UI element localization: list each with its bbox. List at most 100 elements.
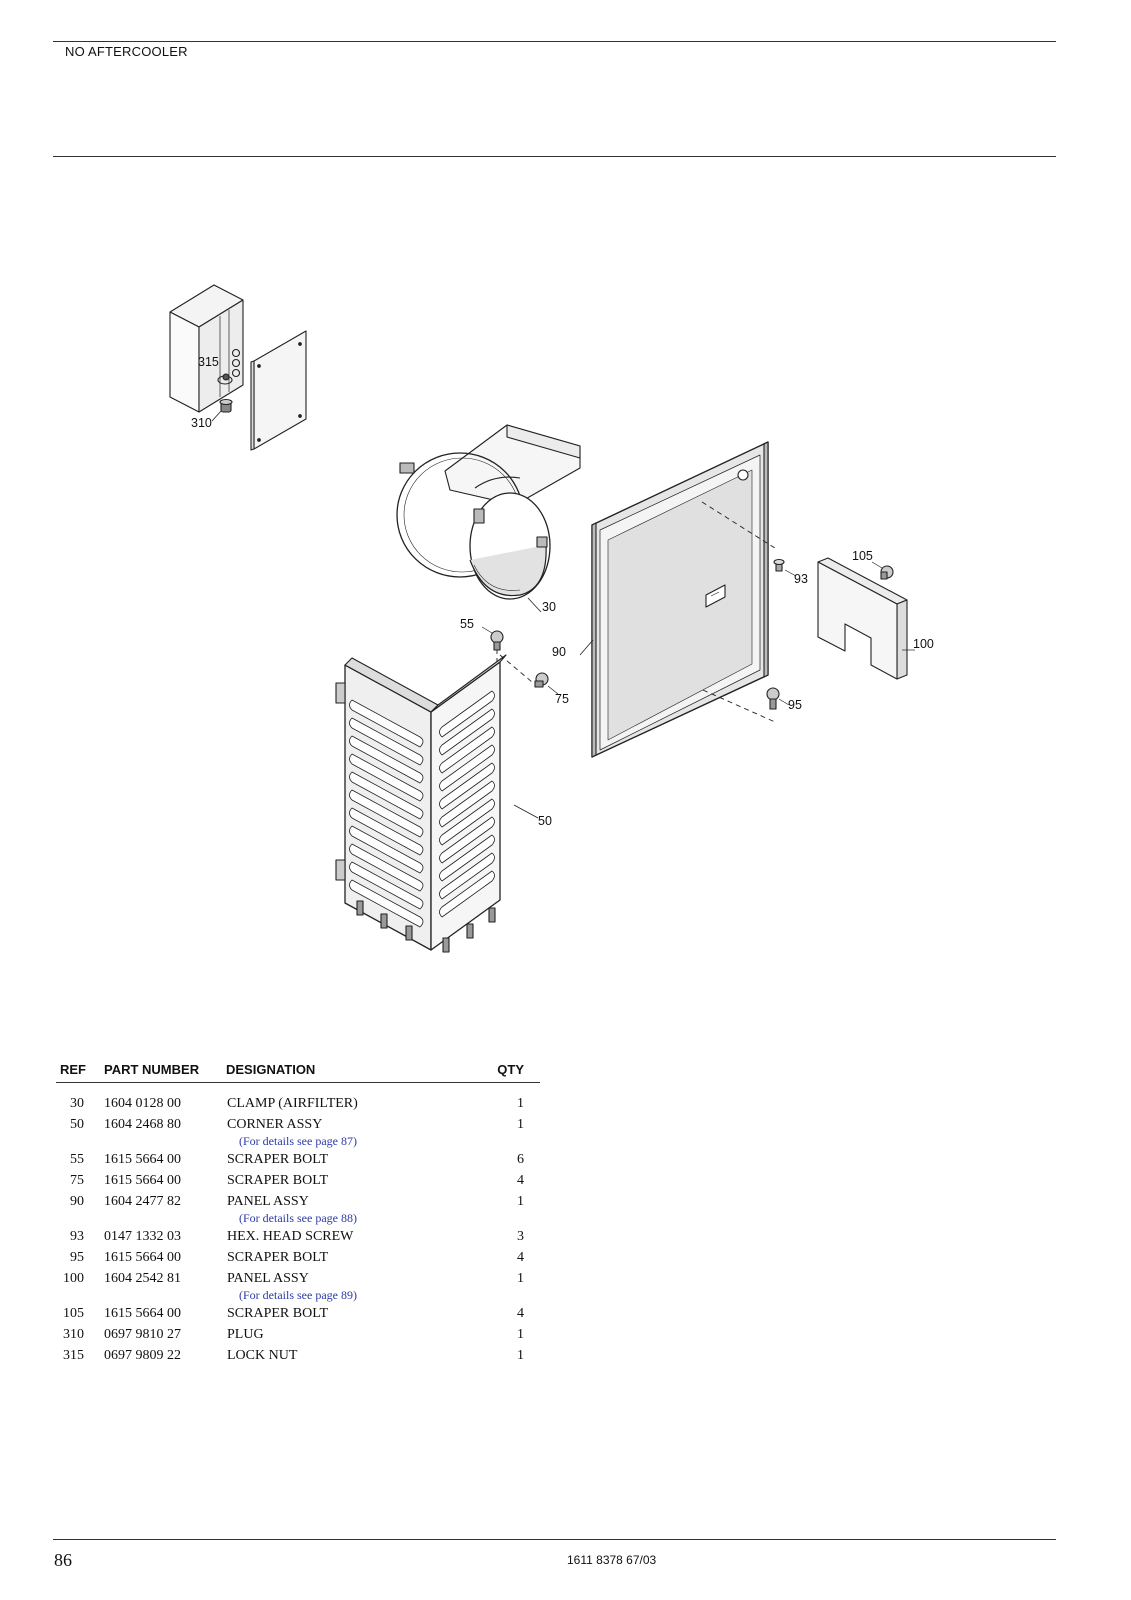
cell-qty: 1: [517, 1271, 524, 1286]
cell-part-number: 0147 1332 03: [104, 1229, 181, 1244]
col-header-designation: DESIGNATION: [226, 1062, 316, 1077]
cell-part-number: 1615 5664 00: [104, 1152, 181, 1167]
cell-qty: 6: [517, 1152, 524, 1167]
col-header-ref: REF: [60, 1062, 86, 1077]
details-page-reference: (For details see page 87): [239, 1134, 357, 1148]
panel-assy-100: [817, 557, 915, 680]
louvre-slot: [349, 699, 424, 748]
cell-qty: 4: [517, 1250, 524, 1265]
cell-qty: 3: [517, 1229, 524, 1244]
details-page-reference: (For details see page 88): [239, 1211, 357, 1225]
cell-part-number: 0697 9809 22: [104, 1348, 181, 1363]
cell-designation: HEX. HEAD SCREW: [227, 1229, 354, 1244]
cell-qty: 4: [517, 1173, 524, 1188]
table-note-row: (For details see page 87): [56, 1134, 540, 1151]
louvre-slot: [349, 843, 424, 892]
cell-part-number: 1615 5664 00: [104, 1250, 181, 1265]
callout-75: 75: [555, 692, 569, 706]
corner-studs: [356, 900, 496, 953]
louvre-slot: [439, 708, 495, 756]
cell-designation: SCRAPER BOLT: [227, 1250, 329, 1265]
footer-rule: [53, 1539, 1056, 1540]
table-row: 55 1615 5664 00 SCRAPER BOLT 6: [56, 1151, 540, 1172]
callout-95: 95: [788, 698, 802, 712]
cell-ref: 105: [63, 1306, 84, 1321]
louvre-slot: [439, 834, 495, 882]
parts-table-header: REF PART NUMBER DESIGNATION QTY: [56, 1062, 540, 1083]
cell-designation: LOCK NUT: [227, 1348, 298, 1363]
cell-designation: CORNER ASSY: [227, 1117, 323, 1132]
cell-designation: SCRAPER BOLT: [227, 1173, 329, 1188]
louvre-slot: [439, 780, 495, 828]
cell-ref: 55: [70, 1152, 84, 1167]
cell-qty: 1: [517, 1194, 524, 1209]
cell-ref: 90: [70, 1194, 84, 1209]
cell-qty: 4: [517, 1306, 524, 1321]
table-row: 93 0147 1332 03 HEX. HEAD SCREW 3: [56, 1228, 540, 1249]
cell-designation: PANEL ASSY: [227, 1271, 309, 1286]
callout-315: 315: [198, 355, 219, 369]
cell-ref: 93: [70, 1229, 84, 1244]
louvre-slot: [439, 762, 495, 810]
page-number: 86: [54, 1550, 72, 1570]
callout-105: 105: [852, 549, 873, 563]
louvre-slot: [349, 735, 424, 784]
cell-qty: 1: [517, 1348, 524, 1363]
cell-ref: 100: [63, 1271, 84, 1286]
louvre-slot: [439, 726, 495, 774]
cell-designation: SCRAPER BOLT: [227, 1152, 329, 1167]
louvre-slot: [439, 690, 495, 738]
cell-designation: SCRAPER BOLT: [227, 1306, 329, 1321]
louvre-slot: [349, 771, 424, 820]
callout-93: 93: [794, 572, 808, 586]
header-top-rule: [53, 41, 1056, 42]
air-filter-clamp: [396, 424, 581, 613]
cell-part-number: 1615 5664 00: [104, 1173, 181, 1188]
stud: [442, 937, 450, 953]
electrical-box: [169, 284, 244, 413]
cell-qty: 1: [517, 1327, 524, 1342]
bolt-105: [871, 561, 894, 580]
cell-part-number: 1604 2477 82: [104, 1194, 181, 1209]
louvre-slot: [439, 798, 495, 846]
header-bottom-rule: [53, 156, 1056, 157]
stud: [488, 907, 496, 923]
cell-ref: 75: [70, 1173, 84, 1188]
cell-part-number: 1615 5664 00: [104, 1306, 181, 1321]
box-cover: [250, 330, 307, 451]
cell-ref: 315: [63, 1348, 84, 1363]
bolt-93: [773, 558, 797, 577]
bolt-95: [766, 687, 790, 710]
details-page-reference: (For details see page 89): [239, 1288, 357, 1302]
callout-50: 50: [538, 814, 552, 828]
louvre-slot: [349, 807, 424, 856]
panel-assy-90: [579, 441, 769, 758]
louvre-slot: [349, 753, 424, 802]
bolt-75: [534, 672, 559, 695]
cell-part-number: 1604 2468 80: [104, 1117, 181, 1132]
callout-310: 310: [191, 416, 212, 430]
louvre-slot: [439, 744, 495, 792]
cell-qty: 1: [517, 1117, 524, 1132]
callout-100: 100: [913, 637, 934, 651]
cell-part-number: 1604 0128 00: [104, 1096, 181, 1111]
cell-ref: 30: [70, 1096, 84, 1111]
table-row: 315 0697 9809 22 LOCK NUT 1: [56, 1347, 540, 1368]
stud: [356, 900, 364, 916]
louvre-slot: [349, 717, 424, 766]
table-row: 75 1615 5664 00 SCRAPER BOLT 4: [56, 1172, 540, 1193]
parts-table: REF PART NUMBER DESIGNATION QTY 30 1604 0…: [56, 1062, 540, 1368]
callout-90: 90: [552, 645, 566, 659]
louvre-slot: [439, 816, 495, 864]
stud: [466, 923, 474, 939]
cell-qty: 1: [517, 1096, 524, 1111]
louvre-slot: [349, 789, 424, 838]
louvre-slot: [349, 879, 424, 928]
